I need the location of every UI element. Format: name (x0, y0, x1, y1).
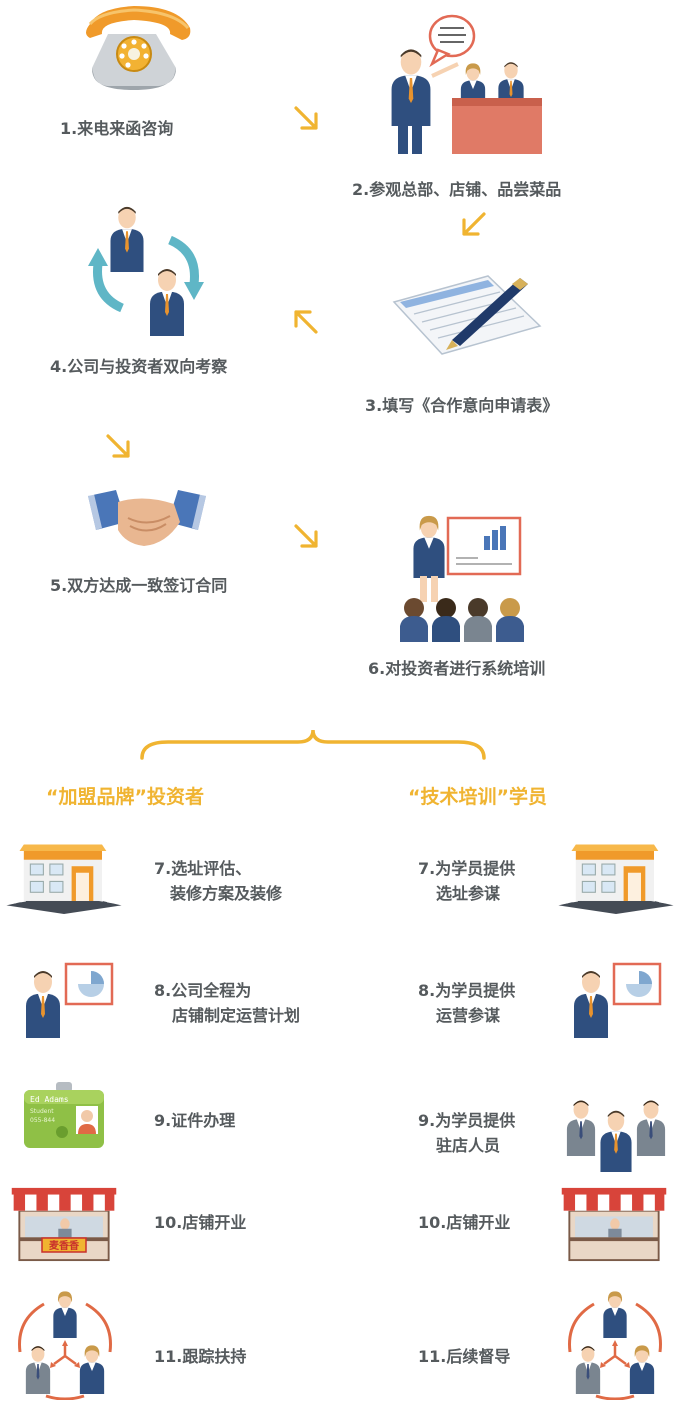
right-step-11-label: 11.后续督导 (418, 1347, 511, 1366)
right-step-7-line2: 选址参谋 (436, 884, 501, 903)
supervision-network-icon (560, 1290, 670, 1400)
step-1-label: 1.来电来函咨询 (60, 119, 174, 138)
step-6-label: 6.对投资者进行系统培训 (368, 659, 546, 678)
right-step-8-line1: 8.为学员提供 (418, 981, 516, 1000)
flow-arrow-4 (104, 432, 134, 462)
flow-arrow-3 (290, 306, 320, 336)
flow-arrow-5 (292, 522, 322, 552)
step-2-label: 2.参观总部、店铺、品尝菜品 (352, 180, 562, 199)
staff-team-icon (562, 1094, 670, 1172)
left-step-7-label: 7.选址评估、 装修方案及装修 (154, 856, 282, 906)
left-step-10-label: 10.店铺开业 (154, 1213, 247, 1232)
step-5-label: 5.双方达成一致签订合同 (50, 576, 228, 595)
left-step-9-label: 9.证件办理 (154, 1111, 236, 1130)
training-student-heading: “技术培训”学员 (408, 786, 547, 808)
left-step-8-line2: 店铺制定运营计划 (172, 1006, 301, 1025)
store-building-icon (4, 838, 124, 914)
flow-arrow-1 (292, 104, 322, 134)
right-step-9-label: 9.为学员提供 驻店人员 (418, 1108, 515, 1158)
left-step-7-line2: 装修方案及装修 (170, 884, 283, 903)
shop-front-icon: 麦香香 (8, 1186, 120, 1262)
shop-front-icon-right (558, 1186, 670, 1262)
presentation-meeting-icon (388, 12, 556, 160)
left-step-7-line1: 7.选址评估、 (154, 859, 252, 878)
id-card-name: Ed Adams (30, 1095, 69, 1104)
handshake-icon (88, 488, 206, 550)
training-icon (400, 508, 530, 642)
id-card-role: Student (30, 1108, 54, 1115)
brace-divider (138, 728, 488, 760)
store-building-icon-right (556, 838, 676, 914)
right-step-9-line2: 驻店人员 (436, 1136, 501, 1155)
right-step-8-line2: 运营参谋 (436, 1006, 501, 1025)
operation-advice-icon (566, 958, 666, 1038)
support-network-icon (10, 1290, 120, 1400)
left-step-11-label: 11.跟踪扶持 (154, 1347, 247, 1366)
shop-sign: 麦香香 (49, 1239, 79, 1252)
right-step-7-label: 7.为学员提供 选址参谋 (418, 856, 515, 906)
application-form-icon (392, 272, 542, 356)
right-step-10-label: 10.店铺开业 (418, 1213, 511, 1232)
telephone-icon (78, 4, 196, 96)
operation-plan-icon (18, 958, 118, 1038)
flow-arrow-2 (458, 210, 488, 240)
step-4-label: 4.公司与投资者双向考察 (50, 357, 228, 376)
id-card-code: 055-844 (30, 1117, 55, 1124)
id-card-icon: Ed Adams Student 055-844 (22, 1082, 106, 1150)
franchise-investor-heading: “加盟品牌”投资者 (46, 786, 204, 808)
left-step-8-label: 8.公司全程为 店铺制定运营计划 (154, 978, 300, 1028)
right-step-9-line1: 9.为学员提供 (418, 1111, 516, 1130)
left-step-8-line1: 8.公司全程为 (154, 981, 252, 1000)
step-3-label: 3.填写《合作意向申请表》 (365, 396, 559, 415)
two-way-review-icon (86, 204, 208, 340)
right-step-8-label: 8.为学员提供 运营参谋 (418, 978, 515, 1028)
right-step-7-line1: 7.为学员提供 (418, 859, 516, 878)
